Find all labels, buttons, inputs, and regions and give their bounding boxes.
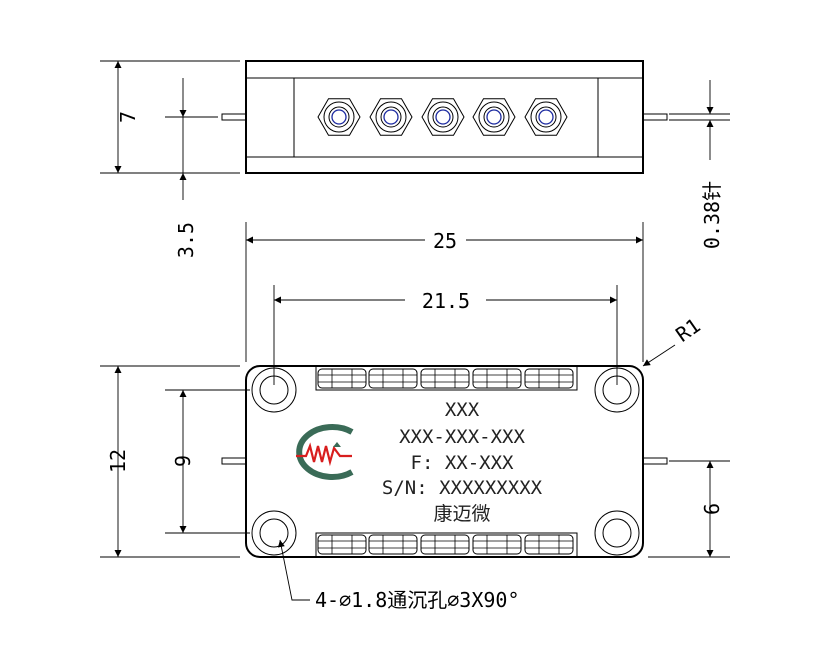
mount-hole-top-right xyxy=(594,367,640,413)
dim-pin-0-38: 0.38针 xyxy=(669,80,730,249)
bottom-notch xyxy=(315,532,578,557)
dim-width-25: 25 xyxy=(245,222,644,362)
front-connectors-top xyxy=(317,368,574,389)
front-connectors-bottom xyxy=(317,534,574,555)
top-pin-right xyxy=(642,113,668,121)
dim-height-12: 12 xyxy=(100,365,240,558)
sma-connector-front-top-5 xyxy=(524,368,574,389)
label-line-2: XXX-XXX-XXX xyxy=(399,426,525,448)
logo-zigzag xyxy=(296,442,352,467)
top-notch xyxy=(315,366,578,391)
front-view: XXX XXX-XXX-XXX F: XX-XXX S/N: XXXXXXXXX… xyxy=(221,365,668,558)
sma-connector-top-1 xyxy=(317,98,361,136)
dim-radius-r1: R1 xyxy=(642,313,705,367)
label-line-3: F: XX-XXX xyxy=(411,452,515,474)
dim-0-38-label: 0.38针 xyxy=(700,181,724,249)
dim-width-21-5: 21.5 xyxy=(273,285,618,385)
front-pin-right xyxy=(642,457,668,465)
dim-height-3-5: 3.5 xyxy=(165,78,218,258)
dim-height-9: 9 xyxy=(165,389,250,534)
top-connectors xyxy=(317,98,568,136)
dim-3-5-label: 3.5 xyxy=(174,222,198,258)
front-pin-left xyxy=(221,457,247,465)
sma-connector-front-top-2 xyxy=(368,368,418,389)
sma-connector-front-bottom-3 xyxy=(420,534,470,555)
sma-connector-front-top-1 xyxy=(317,368,367,389)
dim-7-label: 7 xyxy=(116,111,140,123)
sma-connector-front-bottom-2 xyxy=(368,534,418,555)
mount-hole-top-left xyxy=(251,367,297,413)
sma-connector-top-2 xyxy=(369,98,413,136)
sma-connector-front-bottom-4 xyxy=(472,534,522,555)
dim-6-label: 6 xyxy=(700,503,724,515)
dim-height-6: 6 xyxy=(648,460,730,558)
label-line-5: 康迈微 xyxy=(433,503,490,525)
sma-connector-front-bottom-5 xyxy=(524,534,574,555)
sma-connector-top-5 xyxy=(524,98,568,136)
top-view xyxy=(221,60,668,174)
dim-25-label: 25 xyxy=(433,229,457,253)
hole-callout: 4-∅1.8通沉孔∅3X90° xyxy=(277,539,520,612)
dim-12-label: 12 xyxy=(106,449,130,473)
dim-r1-label: R1 xyxy=(671,313,705,346)
sma-connector-front-top-3 xyxy=(420,368,470,389)
sma-connector-front-bottom-1 xyxy=(317,534,367,555)
top-view-window xyxy=(293,77,599,158)
label-line-4: S/N: XXXXXXXXX xyxy=(382,477,543,499)
sma-connector-front-top-4 xyxy=(472,368,522,389)
label-line-1: XXX xyxy=(445,399,480,421)
mount-hole-bottom-right xyxy=(594,510,640,556)
sma-connector-top-3 xyxy=(421,98,465,136)
logo-arc xyxy=(296,424,354,480)
hole-note-label: 4-∅1.8通沉孔∅3X90° xyxy=(315,588,520,612)
company-logo xyxy=(296,424,354,480)
dim-height-7: 7 xyxy=(100,60,240,174)
sma-connector-top-4 xyxy=(472,98,516,136)
product-label: XXX XXX-XXX-XXX F: XX-XXX S/N: XXXXXXXXX… xyxy=(382,399,543,525)
mount-hole-bottom-left xyxy=(251,510,297,556)
dim-9-label: 9 xyxy=(171,455,195,467)
top-pin-left xyxy=(221,113,247,121)
dim-21-5-label: 21.5 xyxy=(422,289,470,313)
